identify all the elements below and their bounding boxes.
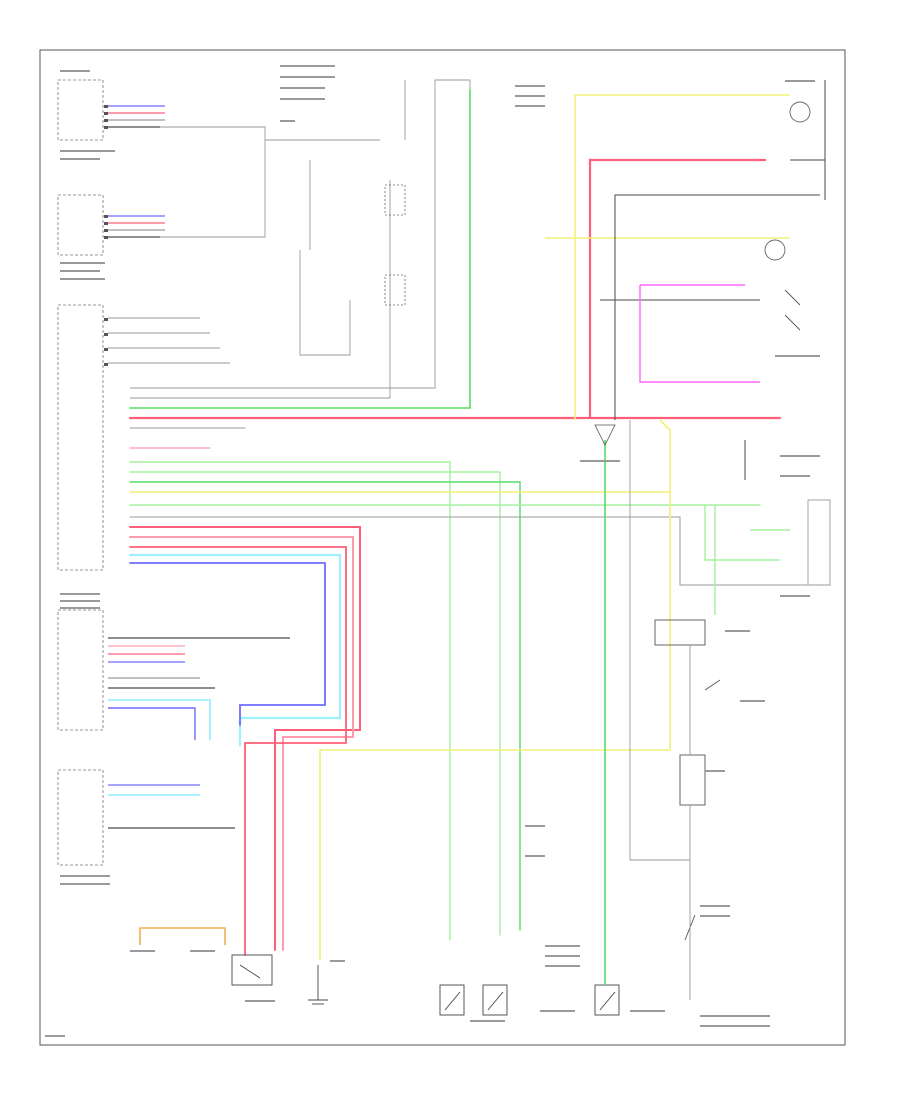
right-switches (654, 289, 801, 941)
right-magenta-wires (639, 284, 760, 383)
bus-wires (128, 89, 831, 941)
control-unit-box (57, 304, 104, 571)
right-black-wires (600, 80, 826, 480)
combination-switch-box (57, 609, 104, 731)
lamp-icon (764, 101, 811, 261)
wire-red-up (588, 158, 767, 420)
wire-green-upper (129, 89, 471, 409)
splice-point (594, 424, 616, 446)
ground-icon (308, 965, 328, 1005)
lower-left-bundle (128, 526, 361, 956)
combination-switch-wires (108, 637, 290, 829)
gray-routing (108, 79, 471, 399)
top-left-wires (108, 105, 165, 238)
steering-box (57, 769, 104, 866)
wire-gray-right (129, 516, 831, 586)
switch-bottom-3 (482, 984, 508, 1016)
wire-light-green-1 (129, 461, 451, 941)
right-green-wires (704, 505, 790, 615)
component-box-second-left (57, 194, 104, 256)
wire-light-green-2 (129, 471, 501, 936)
wire-green-3 (129, 481, 521, 931)
right-gray-vertical (629, 420, 831, 1000)
relay-boxes-upper (384, 184, 406, 306)
bottom-switches (231, 954, 620, 1016)
left-components (57, 79, 104, 866)
diagram-frame (39, 49, 846, 1046)
pin-markers (104, 105, 108, 366)
bottom-orange-wire (139, 927, 226, 945)
right-yellow-wires (545, 94, 790, 492)
micro-label-marks (45, 65, 820, 1037)
relay-box-right (654, 619, 706, 646)
relay-box-b (384, 274, 406, 306)
relay-box-lower-right (679, 754, 706, 806)
switch-bottom-2 (439, 984, 465, 1016)
switch-bottom-4 (594, 984, 620, 1016)
bottom-yellow-wire (319, 492, 671, 960)
switch-bottom-1 (231, 954, 273, 986)
component-box-top-left (57, 79, 104, 141)
relay-box-a (384, 184, 406, 216)
